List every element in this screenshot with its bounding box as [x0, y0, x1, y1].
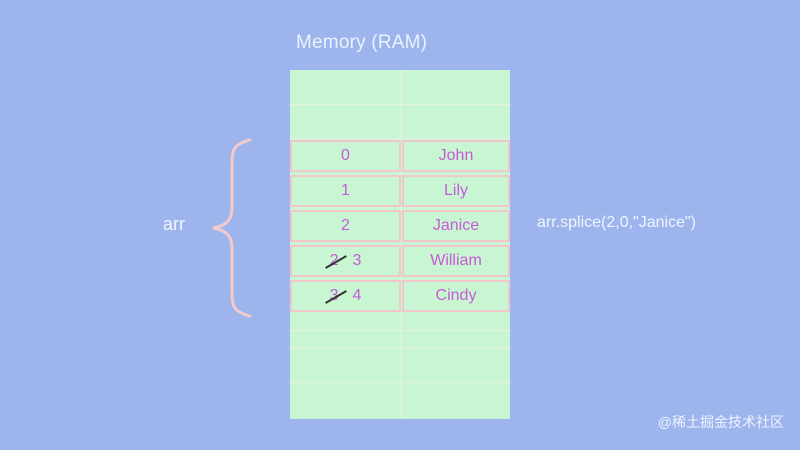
memory-row-divider	[290, 330, 510, 331]
memory-row-divider	[290, 138, 510, 139]
index-value: 0	[341, 147, 350, 164]
array-value-cell: Lily	[402, 175, 510, 207]
element-value: Cindy	[435, 287, 477, 304]
old-index-struck: 2	[329, 252, 339, 269]
memory-title: Memory (RAM)	[296, 32, 428, 53]
curly-brace-icon	[212, 138, 252, 318]
index-value: 2	[341, 217, 350, 234]
memory-column-divider	[400, 70, 401, 419]
array-value-cell: Cindy	[402, 280, 510, 312]
index-value: 4	[352, 287, 362, 304]
array-index-cell: 0	[290, 140, 401, 172]
element-value: Lily	[443, 182, 468, 199]
array-label: arr	[163, 214, 185, 234]
array-value-cell: Janice	[402, 210, 510, 242]
splice-operation: arr.splice(2,0,"Janice")	[537, 214, 696, 231]
old-index-struck: 3	[329, 287, 339, 304]
index-value: 3	[352, 252, 362, 269]
element-value: William	[430, 252, 482, 269]
array-index-cell: 1	[290, 175, 401, 207]
array-value-cell: John	[402, 140, 510, 172]
element-value: Janice	[432, 217, 480, 234]
array-index-cell: 3 4	[290, 280, 401, 312]
memory-row-divider	[290, 382, 510, 383]
memory-block: 0 John 1 Lily 2 Janice 2 3 William 3 4 C…	[290, 70, 510, 419]
watermark: @稀土掘金技术社区	[657, 414, 784, 430]
array-index-cell: 2 3	[290, 245, 401, 277]
memory-row-divider	[290, 348, 510, 349]
element-value: John	[438, 147, 474, 164]
array-value-cell: William	[402, 245, 510, 277]
memory-row-divider	[290, 104, 510, 105]
array-index-cell: 2	[290, 210, 401, 242]
index-value: 1	[341, 182, 350, 199]
